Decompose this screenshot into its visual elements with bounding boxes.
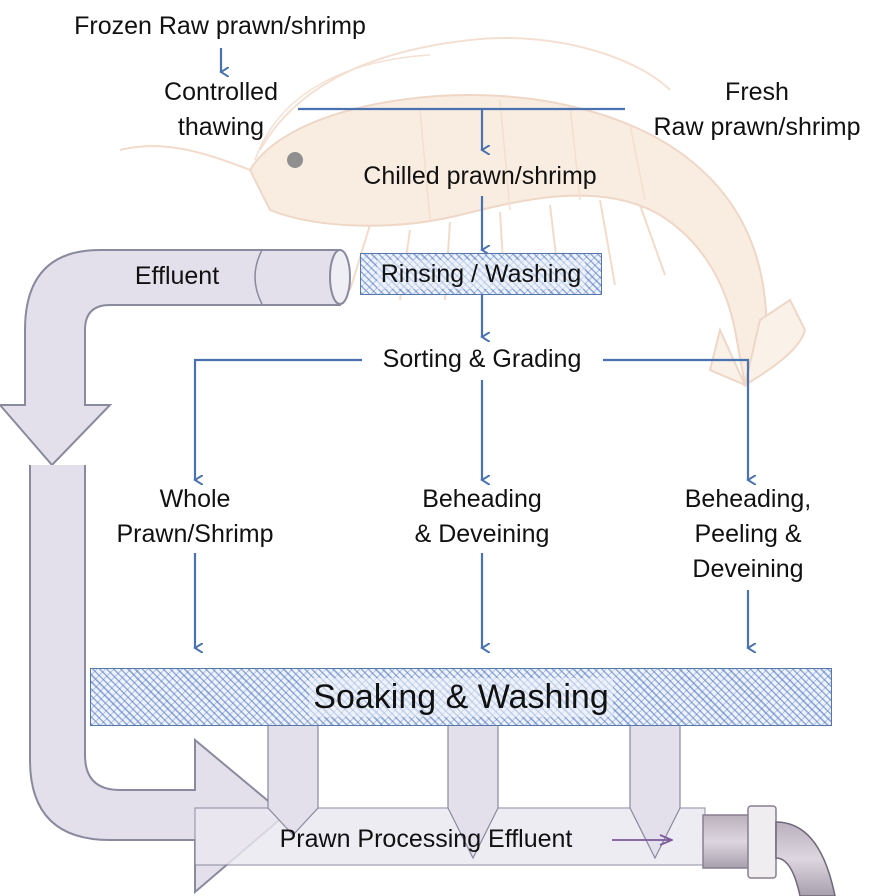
sorting-grading-label: Sorting & Grading bbox=[362, 342, 602, 377]
whole-line1: Whole bbox=[159, 485, 231, 513]
processing-effluent-label: Prawn Processing Effluent bbox=[236, 822, 616, 857]
fresh-raw-line1: Fresh bbox=[725, 78, 789, 106]
chilled-text: Chilled prawn/shrimp bbox=[363, 162, 597, 190]
whole-line2: Prawn/Shrimp bbox=[116, 520, 274, 548]
fresh-raw-line2: Raw prawn/shrimp bbox=[653, 113, 861, 141]
frozen-raw-label: Frozen Raw prawn/shrimp bbox=[30, 9, 410, 44]
rinsing-washing-label: Rinsing / Washing bbox=[376, 259, 586, 289]
controlled-thawing-line2: thawing bbox=[177, 113, 265, 141]
soaking-washing-label: Soaking & Washing bbox=[309, 677, 613, 717]
peeling-line1: Beheading, bbox=[684, 485, 812, 513]
peeling-line3: Deveining bbox=[692, 555, 804, 583]
beheading-line1: Beheading bbox=[422, 485, 542, 513]
flow-arrows bbox=[195, 48, 748, 648]
processing-effluent-text: Prawn Processing Effluent bbox=[279, 825, 573, 853]
effluent-label: Effluent bbox=[112, 259, 242, 294]
whole-prawn-label: Whole Prawn/Shrimp bbox=[90, 482, 300, 552]
effluent-text: Effluent bbox=[134, 262, 220, 290]
effluent-pipe bbox=[0, 249, 351, 895]
controlled-thawing-label: Controlled thawing bbox=[140, 75, 302, 145]
beheading-line2: & Deveining bbox=[414, 520, 550, 548]
frozen-raw-text: Frozen Raw prawn/shrimp bbox=[74, 12, 366, 40]
beheading-deveining-label: Beheading & Deveining bbox=[384, 482, 580, 552]
drain-pipe bbox=[702, 805, 836, 896]
arrow-sorting-to-whole bbox=[195, 358, 362, 480]
rinsing-washing-box: Rinsing / Washing bbox=[360, 253, 602, 295]
fresh-raw-label: Fresh Raw prawn/shrimp bbox=[628, 75, 886, 145]
chilled-label: Chilled prawn/shrimp bbox=[330, 159, 630, 194]
peeling-line2: Peeling & bbox=[694, 520, 802, 548]
controlled-thawing-line1: Controlled bbox=[164, 78, 278, 106]
sorting-grading-text: Sorting & Grading bbox=[382, 345, 582, 373]
soaking-washing-box: Soaking & Washing bbox=[90, 668, 832, 726]
beheading-peeling-label: Beheading, Peeling & Deveining bbox=[660, 482, 836, 587]
arrow-sorting-to-peeling bbox=[603, 358, 748, 480]
